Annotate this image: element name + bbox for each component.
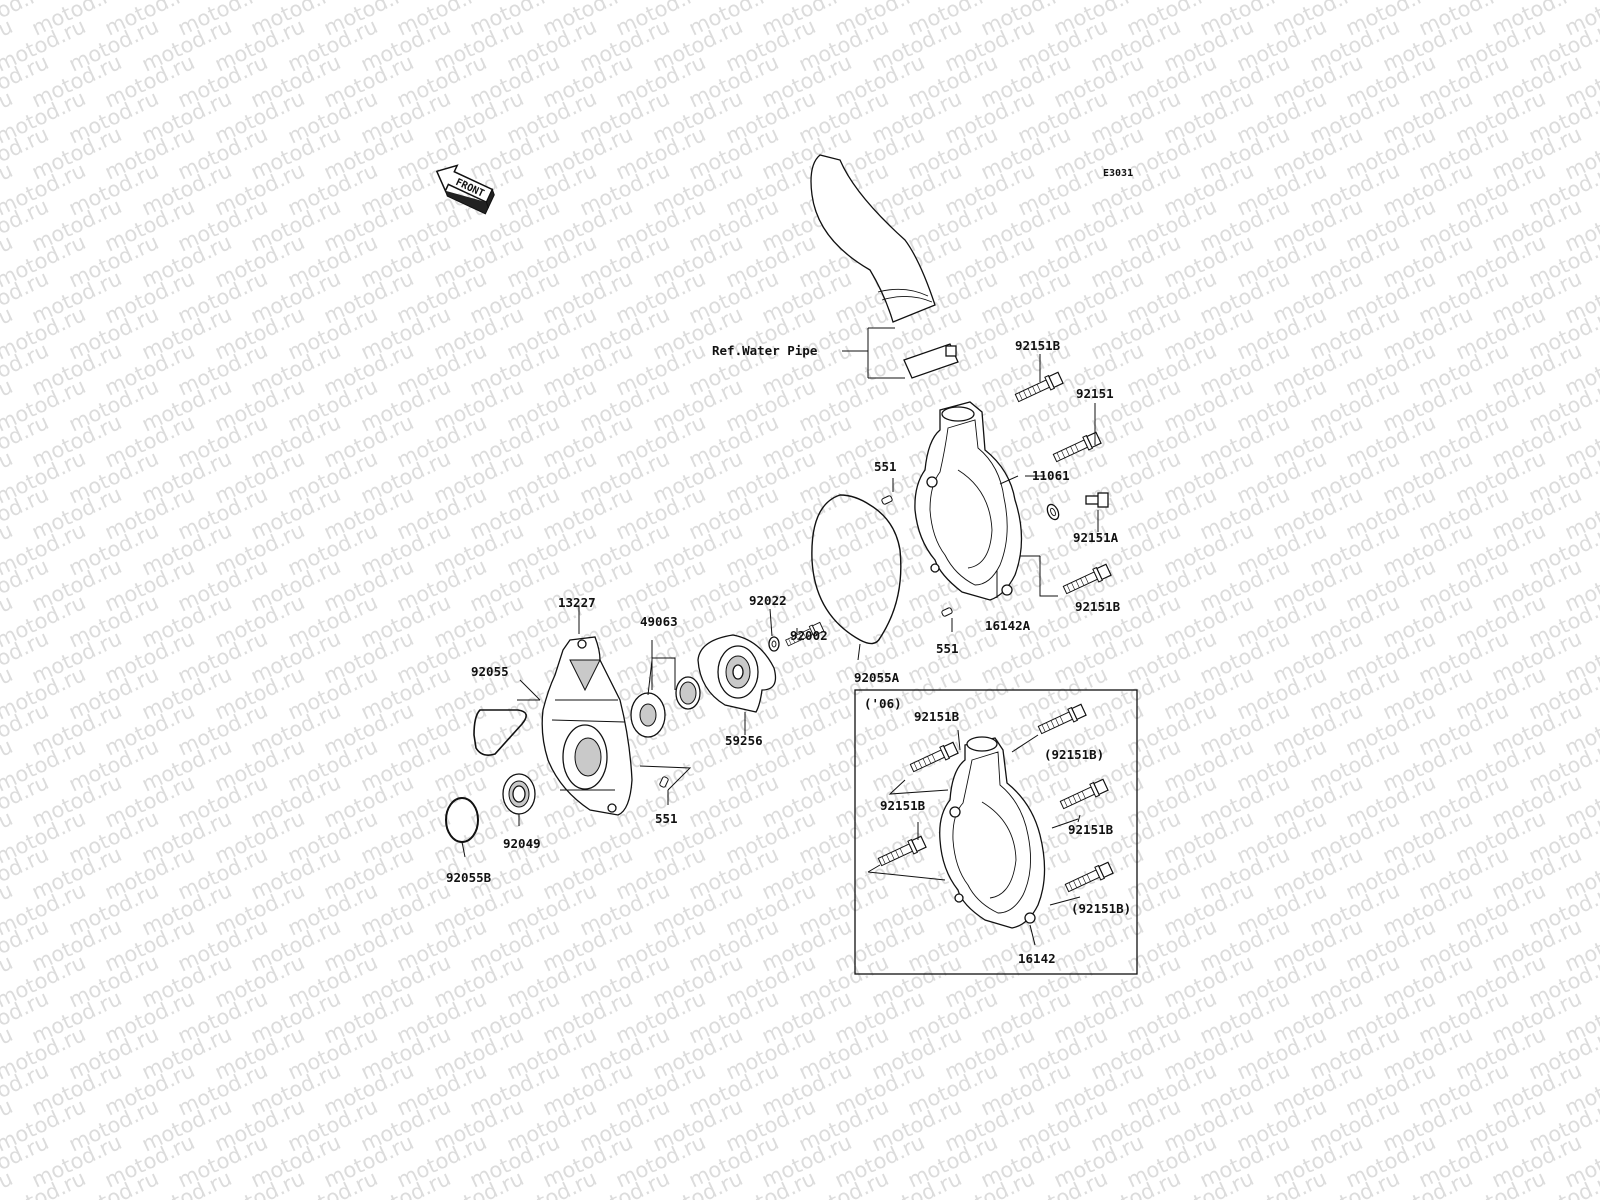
- label-92151-top: 92151: [1076, 386, 1114, 401]
- diagram-code: E3031: [1103, 168, 1133, 179]
- label-13227: 13227: [558, 595, 596, 610]
- ref-water-pipe-label: Ref.Water Pipe: [712, 343, 818, 358]
- label-59256: 59256: [725, 733, 763, 748]
- label-92151a: 92151A: [1073, 530, 1119, 545]
- label-inset-16142: 16142: [1018, 951, 1056, 966]
- label-551-low: 551: [655, 811, 678, 826]
- label-92022: 92022: [749, 593, 787, 608]
- inset-year-label: ('06): [864, 696, 902, 711]
- label-inset-92151b-d: 92151B: [1068, 822, 1114, 837]
- label-92049: 92049: [503, 836, 541, 851]
- label-92151b-mid: 92151B: [1075, 599, 1121, 614]
- label-92055b: 92055B: [446, 870, 492, 885]
- label-92002: 92002: [790, 628, 828, 643]
- label-551-upper: 551: [874, 459, 897, 474]
- label-16142a: 16142A: [985, 618, 1031, 633]
- oil-seal-92049: [502, 773, 536, 815]
- label-inset-92151b-c: 92151B: [880, 798, 926, 813]
- label-inset-92151b-b: (92151B): [1044, 747, 1104, 762]
- label-551-mid: 551: [936, 641, 959, 656]
- pump-cover-16142a: [914, 401, 1023, 601]
- watermark-text: motod.ru: [0, 1166, 16, 1200]
- label-92151b-top: 92151B: [1015, 338, 1061, 353]
- label-11061: 11061: [1032, 468, 1070, 483]
- label-92055a: 92055A: [854, 670, 900, 685]
- pump-cover-16142: [939, 736, 1046, 929]
- label-inset-92151b-a: 92151B: [914, 709, 960, 724]
- label-92055: 92055: [471, 664, 509, 679]
- label-49063: 49063: [640, 614, 678, 629]
- label-inset-92151b-e: (92151B): [1071, 901, 1131, 916]
